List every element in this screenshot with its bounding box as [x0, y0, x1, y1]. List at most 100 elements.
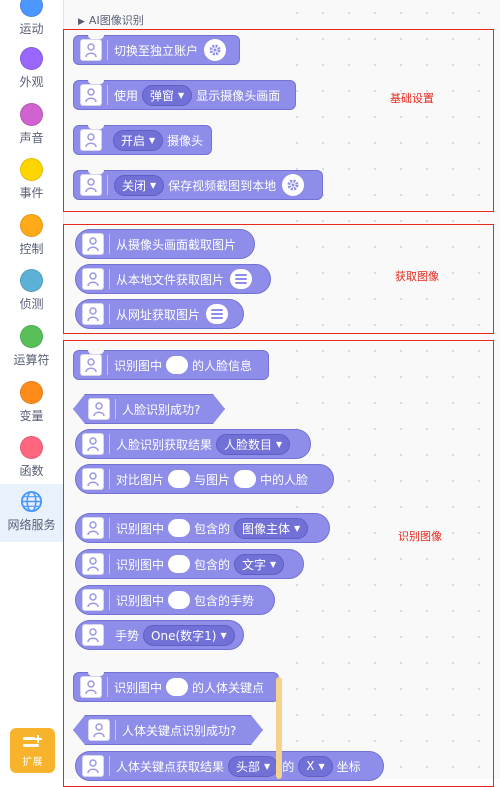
extension-label: 扩展 [22, 756, 43, 768]
block-recognize-face[interactable]: 识别图中 的人脸信息 [73, 350, 269, 380]
category-label: 外观 [19, 75, 44, 89]
block-face-success[interactable]: 人脸识别成功? [73, 394, 225, 424]
category-events[interactable]: 事件 [0, 158, 63, 201]
ai-person-icon [82, 433, 104, 455]
category-label: 运算符 [13, 353, 50, 367]
extension-button[interactable]: 扩展 [10, 728, 55, 773]
ai-person-icon [88, 398, 110, 420]
ai-person-icon [82, 624, 104, 646]
ai-person-icon [82, 303, 104, 325]
block-from-url[interactable]: 从网址获取图片 [75, 299, 244, 329]
ai-person-icon [80, 84, 102, 106]
block-image-subject[interactable]: 识别图中 包含的 图像主体▼ [75, 513, 330, 543]
category-label: 事件 [19, 186, 44, 200]
ai-person-icon [80, 354, 102, 376]
block-body-keypoints[interactable]: 识别图中 的人体关键点 [73, 672, 279, 702]
text-dropdown[interactable]: 文字▼ [234, 553, 285, 575]
image-subject-dropdown[interactable]: 图像主体▼ [234, 517, 309, 539]
events-dot-icon [20, 158, 43, 181]
menu-icon[interactable] [230, 269, 253, 289]
globe-icon [20, 490, 43, 513]
group-label-recognize: 识别图像 [398, 530, 442, 543]
block-switch-account[interactable]: 切换至独立账户 [73, 35, 240, 65]
category-label: 函数 [19, 464, 44, 478]
category-label: 运动 [19, 22, 44, 36]
chevron-down-icon: ▼ [318, 761, 325, 771]
chevron-down-icon: ▼ [150, 180, 157, 190]
block-recognize-gesture[interactable]: 识别图中 包含的手势 [75, 585, 275, 615]
group-box-get-image [63, 224, 494, 334]
category-sound[interactable]: 声音 [0, 103, 63, 146]
block-use-popup[interactable]: 使用 弹窗▼ 显示摄像头画面 [73, 80, 296, 110]
ai-person-icon [82, 233, 104, 255]
block-save-frame[interactable]: 关闭▼ 保存视频截图到本地 [73, 170, 323, 200]
menu-icon[interactable] [206, 304, 229, 324]
ai-person-icon [82, 755, 104, 777]
category-label: 侦测 [19, 297, 44, 311]
category-operators[interactable]: 运算符 [0, 325, 63, 368]
gear-icon[interactable] [204, 39, 227, 61]
category-sensing[interactable]: 侦测 [0, 269, 63, 312]
image-input[interactable] [168, 555, 191, 573]
chevron-down-icon: ▼ [264, 761, 271, 771]
sensing-dot-icon [20, 269, 43, 292]
block-from-camera[interactable]: 从摄像头画面截取图片 [75, 229, 255, 259]
image-input[interactable] [166, 678, 189, 696]
block-from-local[interactable]: 从本地文件获取图片 [75, 264, 271, 294]
category-variables[interactable]: 变量 [0, 381, 63, 424]
functions-dot-icon [20, 436, 43, 459]
collapse-triangle-icon[interactable]: ▶ [78, 17, 85, 27]
category-control[interactable]: 控制 [0, 214, 63, 257]
chevron-down-icon: ▼ [276, 439, 283, 449]
block-keypoint-success[interactable]: 人体关键点识别成功? [73, 715, 263, 745]
popup-dropdown[interactable]: 弹窗▼ [142, 84, 193, 106]
looks-dot-icon [20, 47, 43, 70]
image-input[interactable] [168, 519, 191, 537]
category-sidebar: 运动 外观 声音 事件 控制 侦测 运算符 变量 函数 网络服务 扩展 [0, 0, 64, 779]
ai-person-icon [82, 468, 104, 490]
extension-icon [22, 734, 44, 753]
group-label-basic: 基础设置 [390, 92, 434, 105]
motion-dot-icon [20, 0, 43, 17]
close-dropdown[interactable]: 关闭▼ [114, 174, 165, 196]
block-gesture[interactable]: 手势 One(数字1)▼ [75, 620, 244, 650]
sound-dot-icon [20, 103, 43, 126]
category-looks[interactable]: 外观 [0, 47, 63, 90]
chevron-down-icon: ▼ [294, 523, 301, 533]
ai-person-icon [80, 174, 102, 196]
body-part-dropdown[interactable]: 头部▼ [228, 755, 279, 777]
image-input[interactable] [166, 356, 189, 374]
ai-person-icon [80, 39, 102, 61]
control-dot-icon [20, 214, 43, 237]
variables-dot-icon [20, 381, 43, 404]
image-b-input[interactable] [234, 470, 257, 488]
block-recognize-text[interactable]: 识别图中 包含的 文字▼ [75, 549, 304, 579]
ai-person-icon [82, 517, 104, 539]
block-keypoint-result[interactable]: 人体关键点获取结果 头部▼ 的 X▼ 坐标 [75, 751, 384, 781]
ai-person-icon [82, 589, 104, 611]
chevron-down-icon: ▼ [149, 135, 156, 145]
open-dropdown[interactable]: 开启▼ [113, 129, 164, 151]
category-label: 变量 [19, 409, 44, 423]
chevron-down-icon: ▼ [270, 559, 277, 569]
face-count-dropdown[interactable]: 人脸数目▼ [216, 433, 291, 455]
category-label: 网络服务 [7, 518, 56, 532]
gear-icon[interactable] [282, 174, 305, 196]
image-input[interactable] [168, 591, 191, 609]
block-compare-faces[interactable]: 对比图片 与图片 中的人脸 [75, 464, 334, 494]
block-open-camera[interactable]: 开启▼ 摄像头 [73, 125, 212, 155]
gesture-dropdown[interactable]: One(数字1)▼ [143, 624, 235, 646]
image-a-input[interactable] [168, 470, 191, 488]
palette-scrollbar[interactable] [276, 677, 282, 779]
category-network-services[interactable]: 网络服务 [0, 484, 63, 542]
ai-person-icon [80, 676, 102, 698]
group-label-get-image: 获取图像 [395, 270, 439, 283]
category-motion[interactable]: 运动 [0, 0, 63, 37]
chevron-down-icon: ▼ [220, 630, 227, 640]
axis-dropdown[interactable]: X▼ [298, 755, 333, 777]
code-workspace[interactable] [284, 0, 500, 779]
category-label: 声音 [19, 131, 44, 145]
block-face-result[interactable]: 人脸识别获取结果 人脸数目▼ [75, 429, 311, 459]
category-functions[interactable]: 函数 [0, 436, 63, 479]
group-box-basic [63, 29, 494, 212]
